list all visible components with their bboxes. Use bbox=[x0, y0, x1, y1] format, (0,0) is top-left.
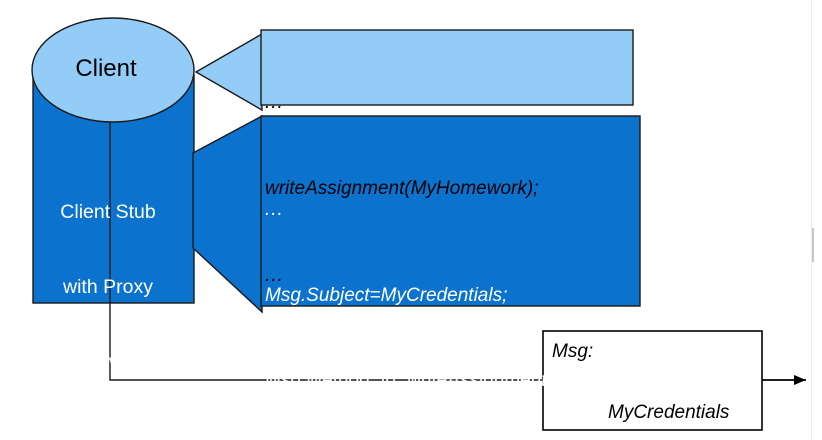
light-code-line-3: ... bbox=[265, 265, 284, 286]
stub-label-line-2: with Proxy bbox=[63, 275, 153, 298]
light-code-line-1: ... bbox=[265, 91, 284, 113]
scroll-thumb-artifact[interactable] bbox=[812, 228, 814, 262]
light-callout-code: ... writeAssignment(MyHomework); ... bbox=[265, 31, 538, 349]
light-code-line-2: writeAssignment(MyHomework); bbox=[265, 178, 539, 200]
dark-code-line-3: Msg.Method_Id=writeAssignment_Id; bbox=[265, 370, 579, 391]
stub-label-line-4: PEP and PDP) bbox=[43, 425, 173, 440]
stub-to-message-connector bbox=[109, 303, 543, 381]
message-box-values: MyCredentials writeAssignment_Id MyHomew… bbox=[608, 341, 774, 440]
dark-callout-tail bbox=[192, 114, 263, 314]
client-stub-label: Client Stub with Proxy (here without PEP… bbox=[22, 150, 194, 440]
outgoing-message-arrow bbox=[762, 375, 806, 385]
connector-polyline bbox=[109, 303, 543, 381]
slide-edge-divider bbox=[811, 0, 812, 440]
stub-label-line-3: (here without bbox=[51, 350, 165, 373]
dark-callout-code: ... Msg.Subject=MyCredentials; Msg.Metho… bbox=[265, 139, 578, 440]
message-value-1: MyCredentials bbox=[608, 401, 730, 423]
dark-code-line-1: ... bbox=[265, 199, 284, 220]
stub-label-line-1: Client Stub bbox=[60, 200, 156, 223]
client-ellipse[interactable] bbox=[31, 17, 195, 123]
arrow-head-icon bbox=[794, 375, 806, 385]
light-callout-box[interactable] bbox=[260, 29, 634, 106]
dark-callout-box[interactable] bbox=[260, 115, 641, 307]
message-box[interactable] bbox=[542, 330, 763, 431]
client-node-label: Client bbox=[75, 55, 137, 82]
message-box-label: Msg: bbox=[552, 341, 594, 362]
dark-code-line-2: Msg.Subject=MyCredentials; bbox=[265, 284, 508, 306]
